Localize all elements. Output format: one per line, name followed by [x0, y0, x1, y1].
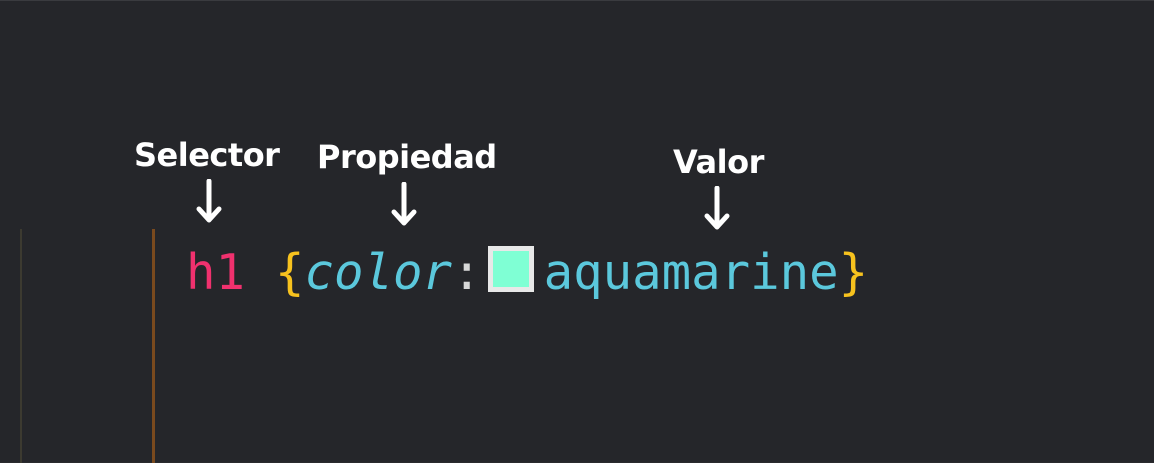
arrow-down-icon — [391, 182, 417, 226]
arrow-down-icon — [704, 186, 730, 230]
colon: : — [452, 243, 482, 301]
css-selector: h1 — [186, 243, 246, 301]
indent-guide — [20, 229, 22, 463]
css-rule-line: h1 { color : aquamarine } — [186, 244, 868, 300]
open-brace: { — [275, 243, 305, 301]
css-value: aquamarine — [543, 243, 839, 301]
arrow-down-icon — [196, 179, 222, 223]
css-property: color — [304, 243, 453, 301]
property-annotation-label: Propiedad — [317, 138, 497, 176]
indent-guide-active — [152, 229, 155, 463]
selector-annotation-label: Selector — [134, 136, 280, 174]
color-swatch[interactable] — [487, 246, 534, 292]
value-annotation-label: Valor — [673, 143, 764, 181]
close-brace: } — [838, 243, 869, 301]
